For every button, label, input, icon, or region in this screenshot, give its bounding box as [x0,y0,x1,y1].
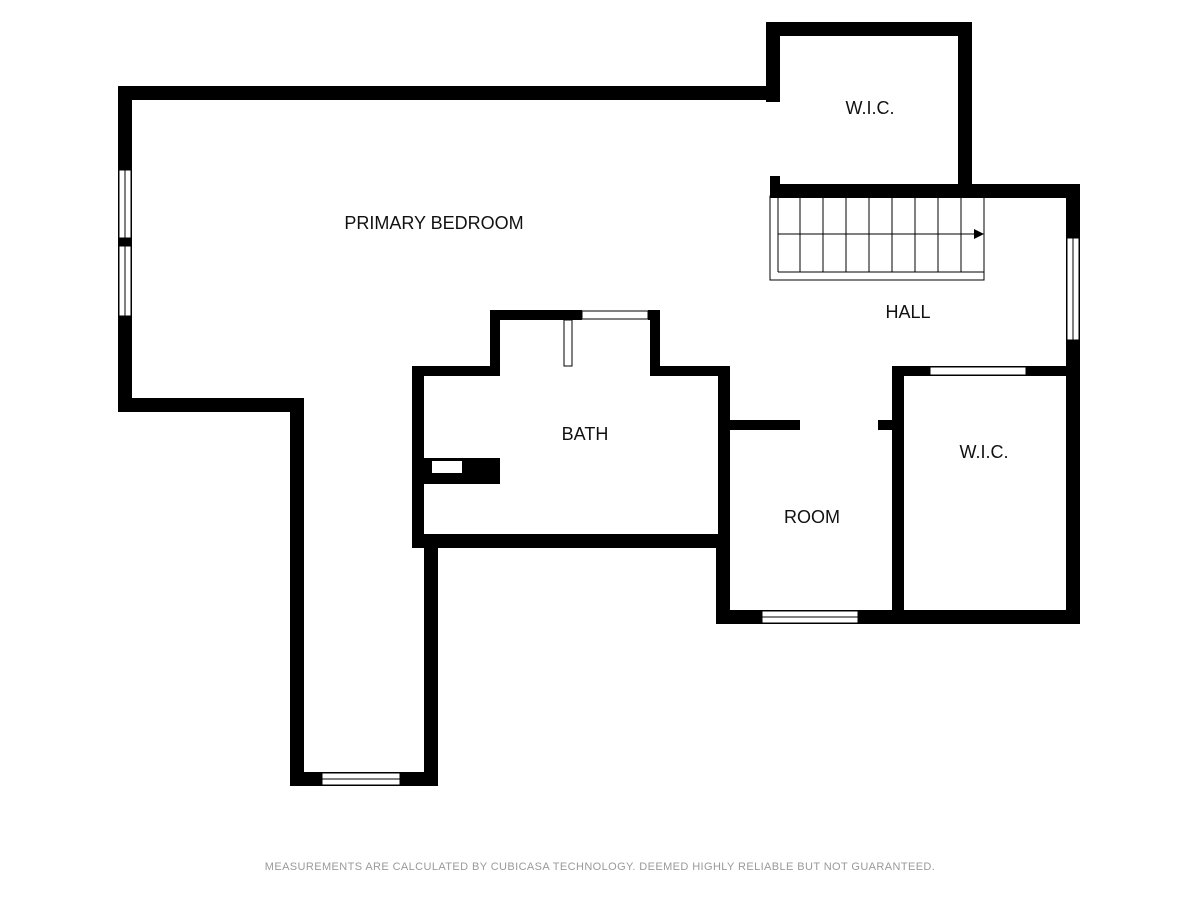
corridor-right-wall [424,534,438,786]
bath-niche-left-wall [490,310,500,376]
wic-top-top-wall [766,22,972,36]
label-wic-top: W.I.C. [846,98,895,118]
wic-top-right-wall [958,22,972,198]
wic-right-doorway [929,366,1027,376]
bath-door-panel [563,319,573,367]
label-wic-right: W.I.C. [960,442,1009,462]
wic-right-left-wall [892,366,904,622]
wic-top-left-wall [766,22,780,102]
bath-niche-top-left [490,310,582,320]
bath-fixture-inset [432,461,462,473]
stair-outline [769,195,985,281]
wic-top-bottom-wall [770,184,972,198]
label-bath: BATH [562,424,609,444]
staircase [769,195,985,281]
hall-door-stub-right [878,420,896,430]
room-labels: PRIMARY BEDROOM W.I.C. HALL BATH ROOM W.… [344,98,1008,527]
corridor-left-wall [290,398,304,786]
bedroom-lower-ledge-wall [118,398,304,412]
top-wic-walls [766,22,972,198]
bath-upper-right-wall [650,366,728,376]
bath-right-wall [718,366,730,546]
hall-top-wall [958,184,1080,198]
disclaimer-text: MEASUREMENTS ARE CALCULATED BY CUBICASA … [264,861,936,873]
bath-upper-left-wall [412,366,500,376]
stair-direction-arrow-icon [974,229,984,239]
bedroom-top-wall [118,86,780,100]
hall-walls [716,184,1080,624]
primary-bedroom-walls [118,86,780,786]
bath-top-window [581,310,649,320]
hall-door-stub-left [728,420,800,430]
bath-left-wall [412,366,424,548]
bath-walls [412,310,730,548]
label-hall: HALL [885,302,930,322]
bath-bottom-wall [412,534,730,548]
label-room: ROOM [784,507,840,527]
windows [118,169,1080,786]
room-left-wall [716,534,730,624]
bath-niche-right-wall [650,310,660,376]
wic-top-doorway [768,110,778,172]
wic-top-left-stub [770,176,780,196]
label-primary-bedroom: PRIMARY BEDROOM [344,213,523,233]
